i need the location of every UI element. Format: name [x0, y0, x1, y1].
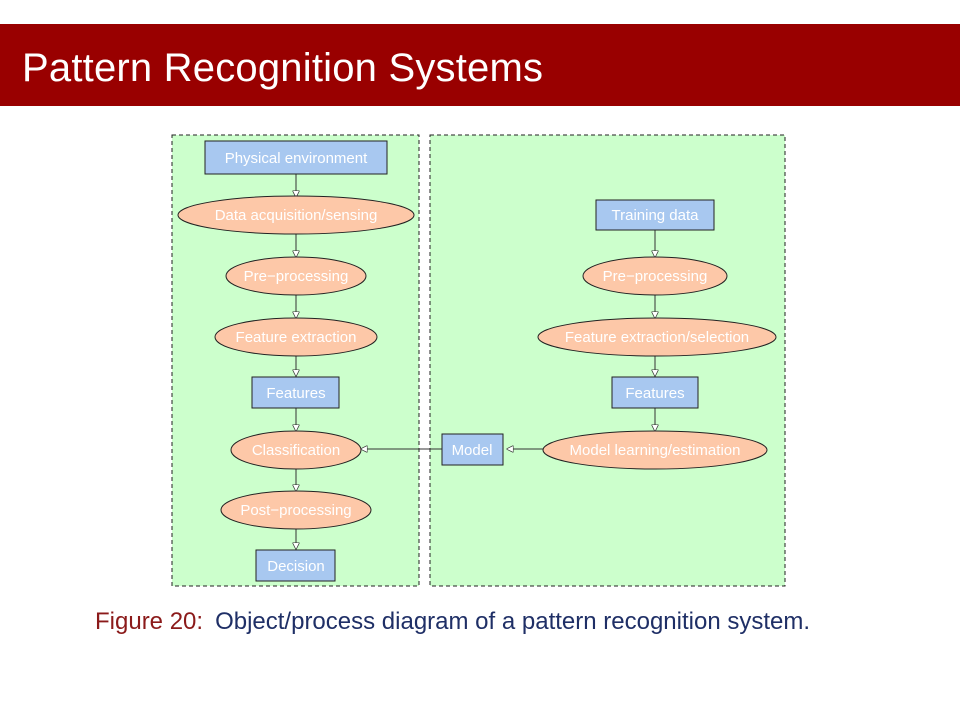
- node-label: Physical environment: [225, 150, 368, 167]
- caption-text: Object/process diagram of a pattern reco…: [215, 608, 811, 635]
- caption-label: Figure 20:: [95, 608, 204, 635]
- node-pre-processing-right: Pre−processing: [582, 256, 728, 296]
- node-label: Classification: [252, 442, 340, 459]
- node-label: Model learning/estimation: [570, 442, 741, 459]
- node-training-data: Training data: [595, 199, 715, 231]
- node-post-processing: Post−processing: [220, 490, 372, 530]
- node-model-learning: Model learning/estimation: [542, 430, 768, 470]
- node-features-left: Features: [251, 376, 340, 409]
- node-label: Pre−processing: [244, 268, 349, 285]
- node-label: Post−processing: [240, 502, 351, 519]
- node-label: Model: [452, 442, 493, 459]
- node-label: Pre−processing: [603, 268, 708, 285]
- node-label: Training data: [612, 207, 700, 224]
- node-feature-extraction-selection: Feature extraction/selection: [537, 317, 777, 357]
- node-physical-environment: Physical environment: [204, 140, 388, 175]
- node-features-right: Features: [611, 376, 699, 409]
- node-label: Feature extraction: [236, 329, 357, 346]
- node-label: Decision: [267, 558, 325, 575]
- node-classification: Classification: [230, 430, 362, 470]
- figure-caption: Figure 20: Object/process diagram of a pa…: [95, 608, 810, 636]
- node-pre-processing-left: Pre−processing: [225, 256, 367, 296]
- node-model: Model: [441, 433, 504, 466]
- node-label: Data acquisition/sensing: [215, 207, 378, 224]
- node-label: Feature extraction/selection: [565, 329, 749, 346]
- node-feature-extraction: Feature extraction: [214, 317, 378, 357]
- node-label: Features: [625, 385, 684, 402]
- node-decision: Decision: [255, 549, 336, 582]
- node-data-acquisition: Data acquisition/sensing: [177, 195, 415, 235]
- right-flow-arrows: [361, 230, 655, 449]
- title-bar: [0, 24, 960, 106]
- slide-title: Pattern Recognition Systems: [22, 46, 544, 90]
- node-label: Features: [266, 385, 325, 402]
